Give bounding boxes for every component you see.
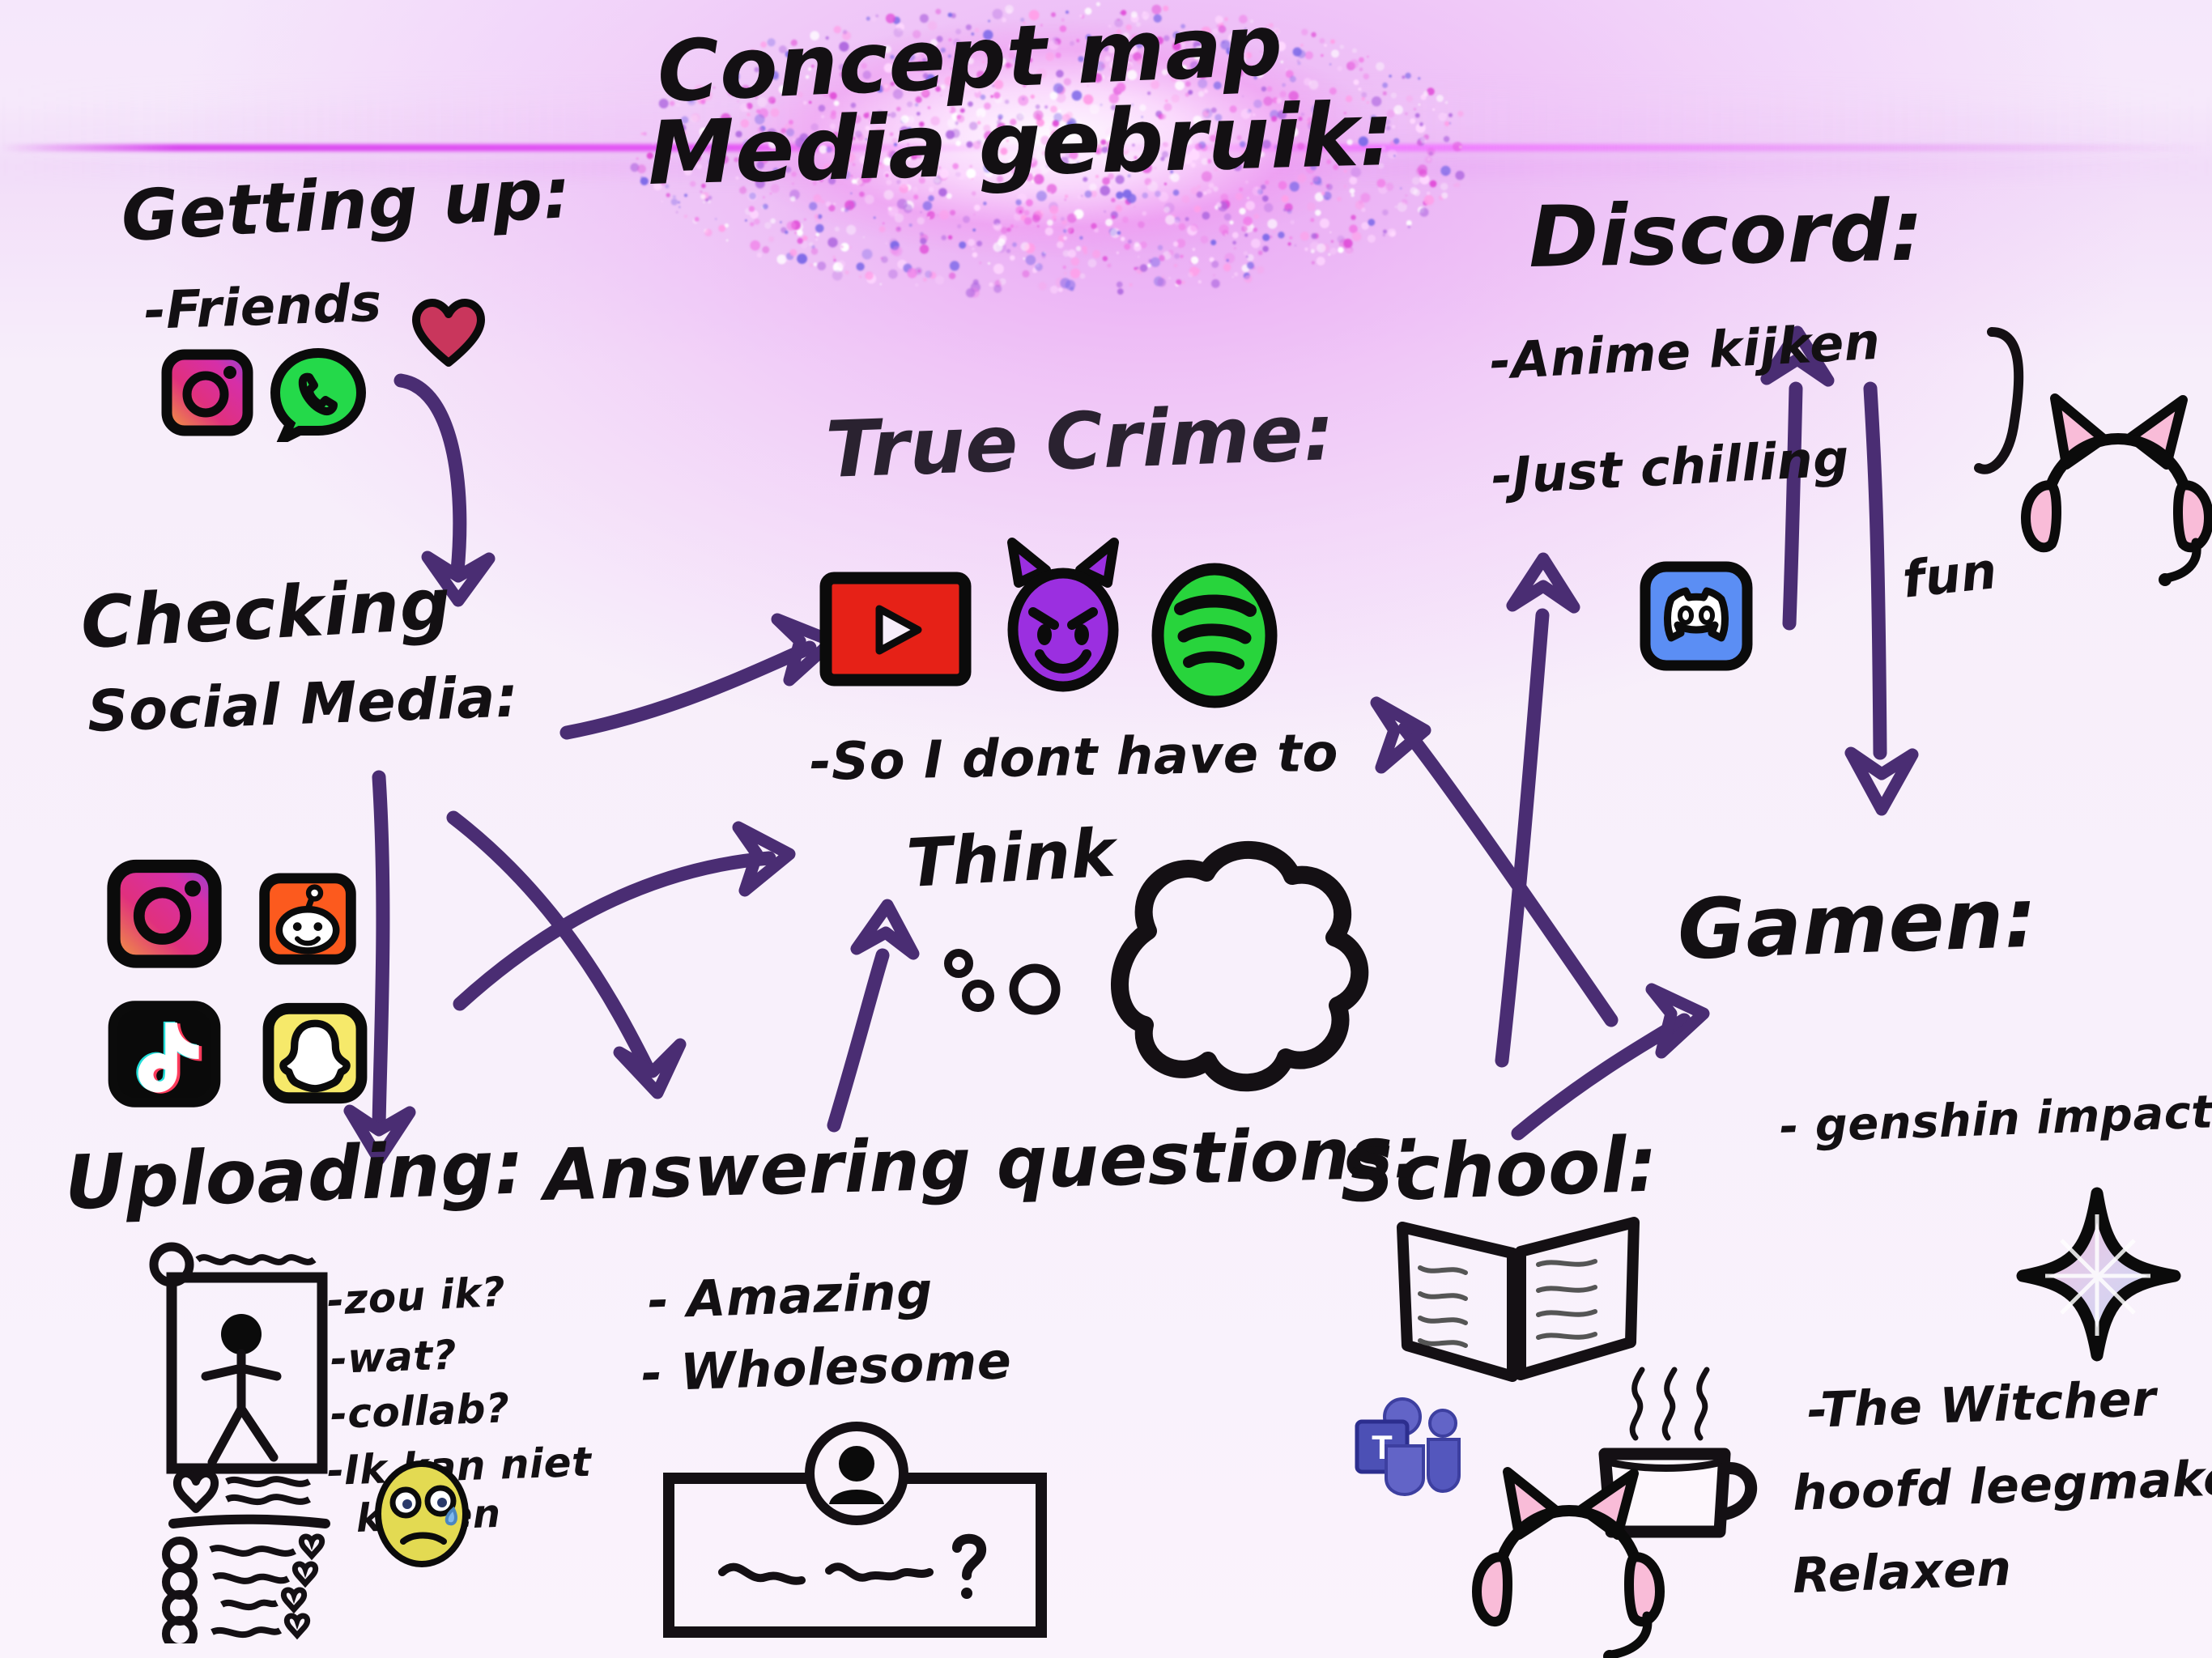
arrow-discord-up <box>1782 381 1803 631</box>
brace-icon <box>1974 327 2024 474</box>
discord-icon[interactable] <box>1636 559 1757 677</box>
arrow-school-to-discord <box>1495 608 1550 1068</box>
arrow-answering-to-think <box>827 948 890 1133</box>
open-book-icon <box>1397 1217 1640 1382</box>
arrow-gettingup-to-checking <box>393 373 467 578</box>
heading-gamen: Gamen: <box>1675 869 2040 979</box>
heading-uploading: Uploading: <box>63 1124 526 1226</box>
arrow-head-9 <box>1645 983 1710 1059</box>
bullet-true-crime-1: -So I dont have to <box>809 723 1339 793</box>
arrow-cross-to-truecrime <box>453 851 776 1011</box>
genshin-star-icon <box>2016 1187 2181 1362</box>
instagram-icon[interactable] <box>104 858 225 971</box>
bullet-answering-1: - Amazing <box>646 1261 934 1330</box>
arrow-head-4 <box>613 1038 687 1099</box>
arrow-head-11 <box>1844 746 1919 816</box>
ms-teams-icon[interactable]: T <box>1344 1394 1482 1499</box>
bullet-uploading-3: -collab? <box>329 1384 511 1438</box>
crying-emoji <box>375 1460 469 1567</box>
cat-ear-headphones-icon <box>1471 1467 1665 1658</box>
youtube-icon[interactable] <box>816 567 975 691</box>
heading-checking-line1: Checking <box>79 562 453 665</box>
heading-getting-up: Getting up: <box>119 152 573 257</box>
bullet-answering-2: - Wholesome <box>640 1331 1013 1403</box>
thought-cloud-icon <box>944 840 1369 1092</box>
spotify-icon[interactable] <box>1145 559 1284 712</box>
devil-emoji <box>1007 538 1119 692</box>
arrow-head-8 <box>1370 696 1431 774</box>
bullet-getting-up-friends: -Friends <box>143 273 383 342</box>
bullet-gamen-genshin: - genshin impact <box>1778 1086 2212 1154</box>
heading-answering-questions: Answering questions: <box>542 1110 1423 1217</box>
arrow-checking-to-truecrime <box>559 640 817 740</box>
heading-checking-line2: Social Media: <box>86 663 520 745</box>
bullet-discord-3: fun <box>1899 540 2000 610</box>
bullet-uploading-2: -wat? <box>329 1331 458 1383</box>
bullet-gamen-witcher: -The Witcher <box>1806 1370 2158 1439</box>
arrow-discord-down <box>1863 381 1887 760</box>
bullet-gamen-relaxen: Relaxen <box>1791 1540 2013 1605</box>
instagram-icon[interactable] <box>159 348 256 439</box>
arrow-head-7 <box>1506 552 1580 614</box>
heart-icon <box>412 299 485 367</box>
arrow-head-6 <box>850 899 920 960</box>
social-post-mockup <box>149 1242 330 1643</box>
cat-ear-headphones-icon <box>2020 393 2212 586</box>
arrow-checking-to-uploading <box>372 770 390 1133</box>
reddit-icon[interactable] <box>256 869 359 968</box>
arrow-head-5 <box>732 821 796 897</box>
arrow-to-gamen <box>1511 1013 1691 1141</box>
heading-true-crime: True Crime: <box>824 387 1337 495</box>
snapchat-icon[interactable] <box>259 999 371 1107</box>
comment-box-mockup <box>663 1422 1047 1638</box>
arrow-checking-to-answering <box>446 810 655 1076</box>
bullet-gamen-hoofd: hoofd leegmaken <box>1791 1448 2212 1522</box>
whatsapp-icon[interactable] <box>267 346 369 442</box>
bullet-discord-1: -Anime kijken <box>1488 311 1882 391</box>
bullet-discord-2: -Just chilling <box>1490 427 1851 506</box>
bullet-uploading-1: -zou ik? <box>325 1268 507 1324</box>
title-line-2: Media gebruik: <box>646 83 1396 205</box>
heading-discord: Discord: <box>1527 181 1925 287</box>
tiktok-icon[interactable] <box>105 997 223 1111</box>
